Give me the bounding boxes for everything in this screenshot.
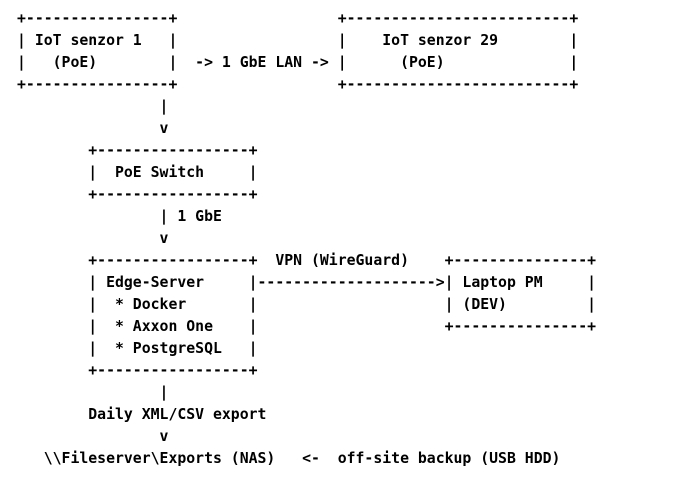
- ascii-network-diagram: +----------------+ +--------------------…: [17, 10, 597, 467]
